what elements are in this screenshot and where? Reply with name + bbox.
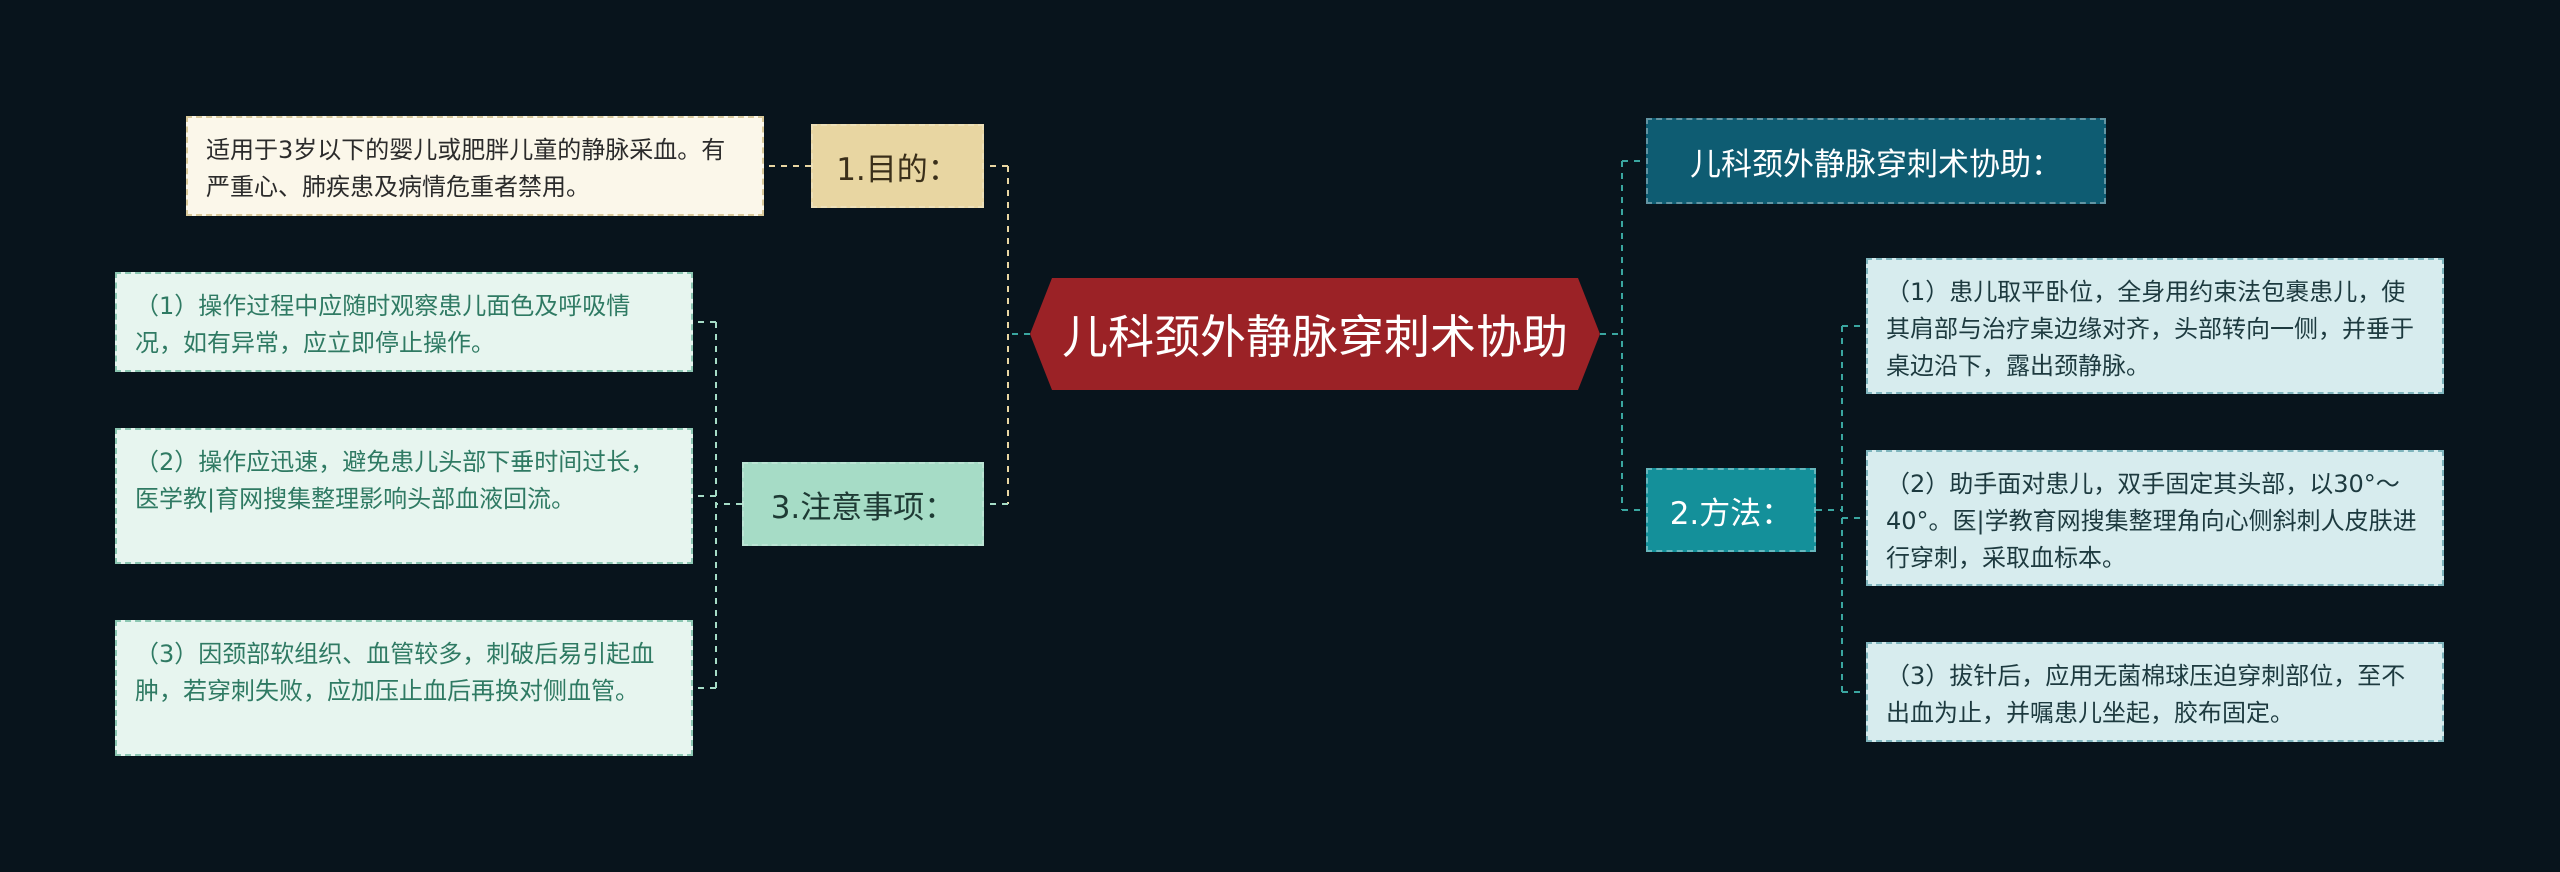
branch-subtitle[interactable]: 儿科颈外静脉穿刺术协助： bbox=[1646, 118, 2106, 204]
central-topic[interactable]: 儿科颈外静脉穿刺术协助 bbox=[1030, 278, 1600, 390]
branch-subtitle-label: 儿科颈外静脉穿刺术协助： bbox=[1690, 146, 2062, 183]
leaf-method-3-text: （3）拔针后，应用无菌棉球压迫穿刺部位，至不出血为止，并嘱患儿坐起，胶布固定。 bbox=[1886, 662, 2406, 727]
leaf-method-1[interactable]: （1）患儿取平卧位，全身用约束法包裹患儿，使其肩部与治疗桌边缘对齐，头部转向一侧… bbox=[1866, 258, 2444, 394]
branch-method[interactable]: 2.方法： bbox=[1646, 468, 1816, 552]
leaf-purpose-text: 适用于3岁以下的婴儿或肥胖儿童的静脉采血。有严重心、肺疾患及病情危重者禁用。 bbox=[206, 136, 726, 201]
leaf-method-2-text: （2）助手面对患儿，双手固定其头部，以30°～40°。医|学教育网搜集整理角向心… bbox=[1886, 470, 2417, 572]
leaf-note-2[interactable]: （2）操作应迅速，避免患儿头部下垂时间过长，医学教|育网搜集整理影响头部血液回流… bbox=[115, 428, 693, 564]
leaf-note-1[interactable]: （1）操作过程中应随时观察患儿面色及呼吸情况，如有异常，应立即停止操作。 bbox=[115, 272, 693, 372]
branch-purpose[interactable]: 1.目的： bbox=[811, 124, 984, 208]
branch-notes[interactable]: 3.注意事项： bbox=[742, 462, 984, 546]
central-topic-label: 儿科颈外静脉穿刺术协助 bbox=[1062, 310, 1568, 364]
branch-method-label: 2.方法： bbox=[1669, 495, 1793, 532]
leaf-note-1-text: （1）操作过程中应随时观察患儿面色及呼吸情况，如有异常，应立即停止操作。 bbox=[135, 292, 631, 357]
leaf-note-3[interactable]: （3）因颈部软组织、血管较多，刺破后易引起血肿，若穿刺失败，应加压止血后再换对侧… bbox=[115, 620, 693, 756]
leaf-purpose[interactable]: 适用于3岁以下的婴儿或肥胖儿童的静脉采血。有严重心、肺疾患及病情危重者禁用。 bbox=[186, 116, 764, 216]
branch-notes-label: 3.注意事项： bbox=[770, 489, 956, 526]
leaf-method-2[interactable]: （2）助手面对患儿，双手固定其头部，以30°～40°。医|学教育网搜集整理角向心… bbox=[1866, 450, 2444, 586]
leaf-note-3-text: （3）因颈部软组织、血管较多，刺破后易引起血肿，若穿刺失败，应加压止血后再换对侧… bbox=[135, 640, 655, 705]
leaf-note-2-text: （2）操作应迅速，避免患儿头部下垂时间过长，医学教|育网搜集整理影响头部血液回流… bbox=[135, 448, 655, 513]
leaf-method-3[interactable]: （3）拔针后，应用无菌棉球压迫穿刺部位，至不出血为止，并嘱患儿坐起，胶布固定。 bbox=[1866, 642, 2444, 742]
branch-purpose-label: 1.目的： bbox=[836, 151, 959, 188]
leaf-method-1-text: （1）患儿取平卧位，全身用约束法包裹患儿，使其肩部与治疗桌边缘对齐，头部转向一侧… bbox=[1886, 278, 2414, 380]
